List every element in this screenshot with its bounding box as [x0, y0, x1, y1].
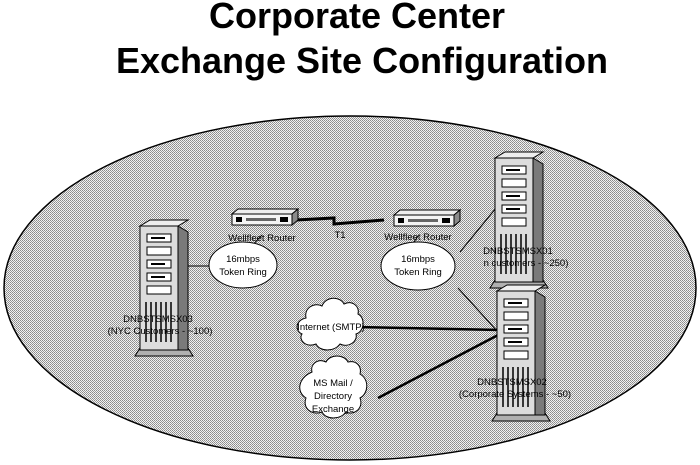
- server-dnbstsmsx03[interactable]: DNBSTSMSX03 (NYC Customers - ~100): [108, 219, 213, 357]
- router-icon: [231, 208, 299, 226]
- token-ring-right[interactable]: 16mbps Token Ring: [380, 241, 456, 291]
- router-left-label: Wellfleet Router: [228, 233, 295, 244]
- token-ring-left-line1: 16mbps: [226, 254, 260, 265]
- cloud-icon: [299, 355, 368, 419]
- server-sx03-desc: (NYC Customers - ~100): [108, 326, 213, 337]
- cloud-msmail-line2: Directory: [314, 391, 352, 402]
- wan-link-label: T1: [334, 230, 345, 241]
- cloud-internet-label: Internet (SMTP): [297, 322, 365, 333]
- cloud-internet[interactable]: Internet (SMTP): [296, 297, 365, 351]
- cloud-msmail-line3: Exchange: [312, 404, 354, 415]
- router-icon: [393, 209, 461, 227]
- cloud-msmail[interactable]: MS Mail / Directory Exchange: [299, 355, 368, 419]
- title-line-2: Exchange Site Configuration: [116, 40, 608, 81]
- server-sx01-name: DNBSTSMSX01: [483, 246, 553, 257]
- token-ring-right-line1: 16mbps: [401, 254, 435, 265]
- server-dnbstsmsx01[interactable]: DNBSTSMSX01 n customers - ~250): [483, 151, 569, 289]
- title-line-1: Corporate Center: [209, 0, 505, 36]
- wan-lightning-icon: [295, 216, 385, 226]
- token-ring-right-line2: Token Ring: [394, 267, 442, 278]
- server-tower-icon: [491, 284, 551, 422]
- cloud-icon: [296, 297, 364, 351]
- token-ring-shape: [380, 241, 456, 291]
- server-sx01-desc: n customers - ~250): [484, 258, 569, 269]
- router-right[interactable]: Wellfleet Router: [384, 209, 461, 243]
- server-sx02-name: DNBSTSMSX02: [477, 377, 547, 388]
- server-dnbstsmsx02[interactable]: DNBSTSMSX02 (Corporate Systems - ~50): [459, 284, 571, 422]
- connection-lines: [178, 207, 501, 400]
- router-left[interactable]: Wellfleet Router: [228, 208, 299, 244]
- token-ring-left-line2: Token Ring: [219, 267, 267, 278]
- token-ring-shape: [208, 241, 278, 289]
- router-right-label: Wellfleet Router: [384, 232, 451, 243]
- server-sx03-name: DNBSTSMSX03: [123, 314, 193, 325]
- server-sx02-desc: (Corporate Systems - ~50): [459, 389, 571, 400]
- token-ring-left[interactable]: 16mbps Token Ring: [208, 241, 278, 289]
- cloud-msmail-line1: MS Mail /: [313, 378, 353, 389]
